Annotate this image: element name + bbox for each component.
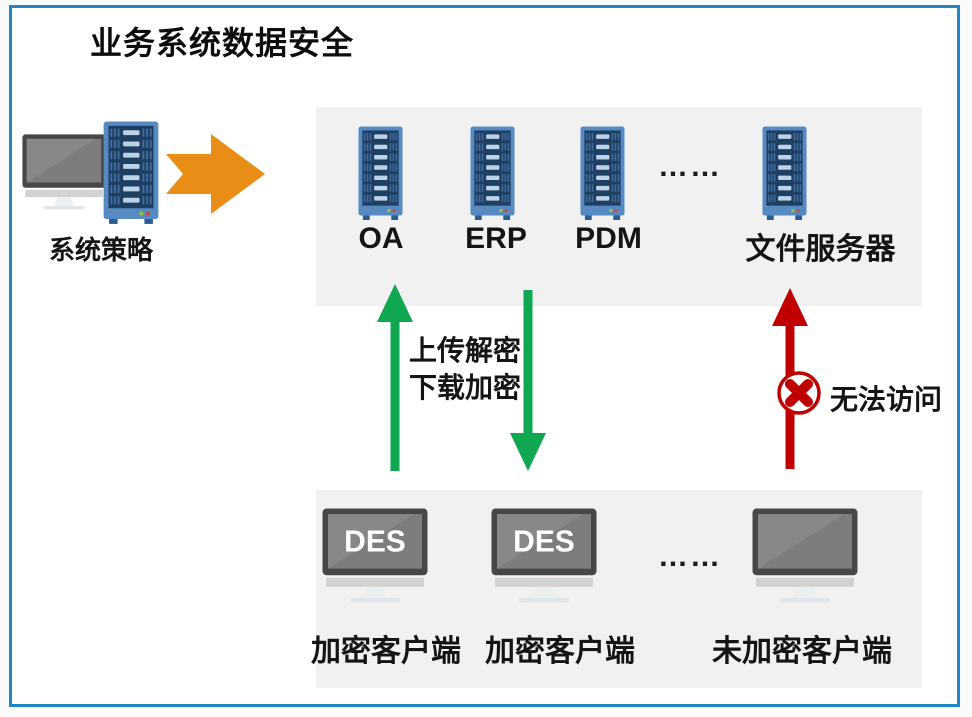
server-icon-file-server — [762, 126, 807, 221]
transfer-note-line2: 下载加密 — [408, 372, 521, 403]
server-icon-pdm — [580, 126, 625, 221]
clients-ellipsis: …… — [658, 540, 722, 573]
page-title: 业务系统数据安全 — [90, 25, 355, 61]
no-access-icon — [777, 371, 821, 415]
unencrypted-client-monitor-icon — [752, 508, 858, 603]
arrow-right-icon — [166, 134, 265, 214]
server-icon-oa — [358, 126, 403, 221]
server-label-file-server: 文件服务器 — [745, 233, 896, 266]
server-label-oa: OA — [358, 222, 404, 255]
servers-ellipsis: …… — [658, 150, 722, 183]
client-label-encrypted-2: 加密客户端 — [485, 635, 635, 668]
no-access-label: 无法访问 — [830, 384, 943, 415]
client-label-unencrypted: 未加密客户端 — [712, 635, 892, 668]
policy-label: 系统策略 — [48, 235, 153, 265]
server-icon-erp — [470, 126, 515, 221]
policy-server-icon — [103, 121, 159, 225]
server-label-erp: ERP — [465, 222, 527, 255]
encrypted-client-monitor-icon: DES — [322, 508, 428, 603]
arrow-up-green-icon — [377, 284, 413, 471]
transfer-note-line1: 上传解密 — [408, 335, 521, 366]
encrypted-client-monitor-icon: DES — [491, 508, 597, 603]
client-screen-text: DES — [513, 525, 575, 558]
transfer-note: 上传解密 下载加密 — [402, 332, 528, 406]
client-screen-text: DES — [344, 525, 406, 558]
arrow-down-green-icon — [510, 290, 546, 471]
client-label-encrypted-1: 加密客户端 — [311, 635, 461, 668]
policy-monitor-icon — [22, 134, 106, 210]
server-label-pdm: PDM — [575, 222, 642, 255]
